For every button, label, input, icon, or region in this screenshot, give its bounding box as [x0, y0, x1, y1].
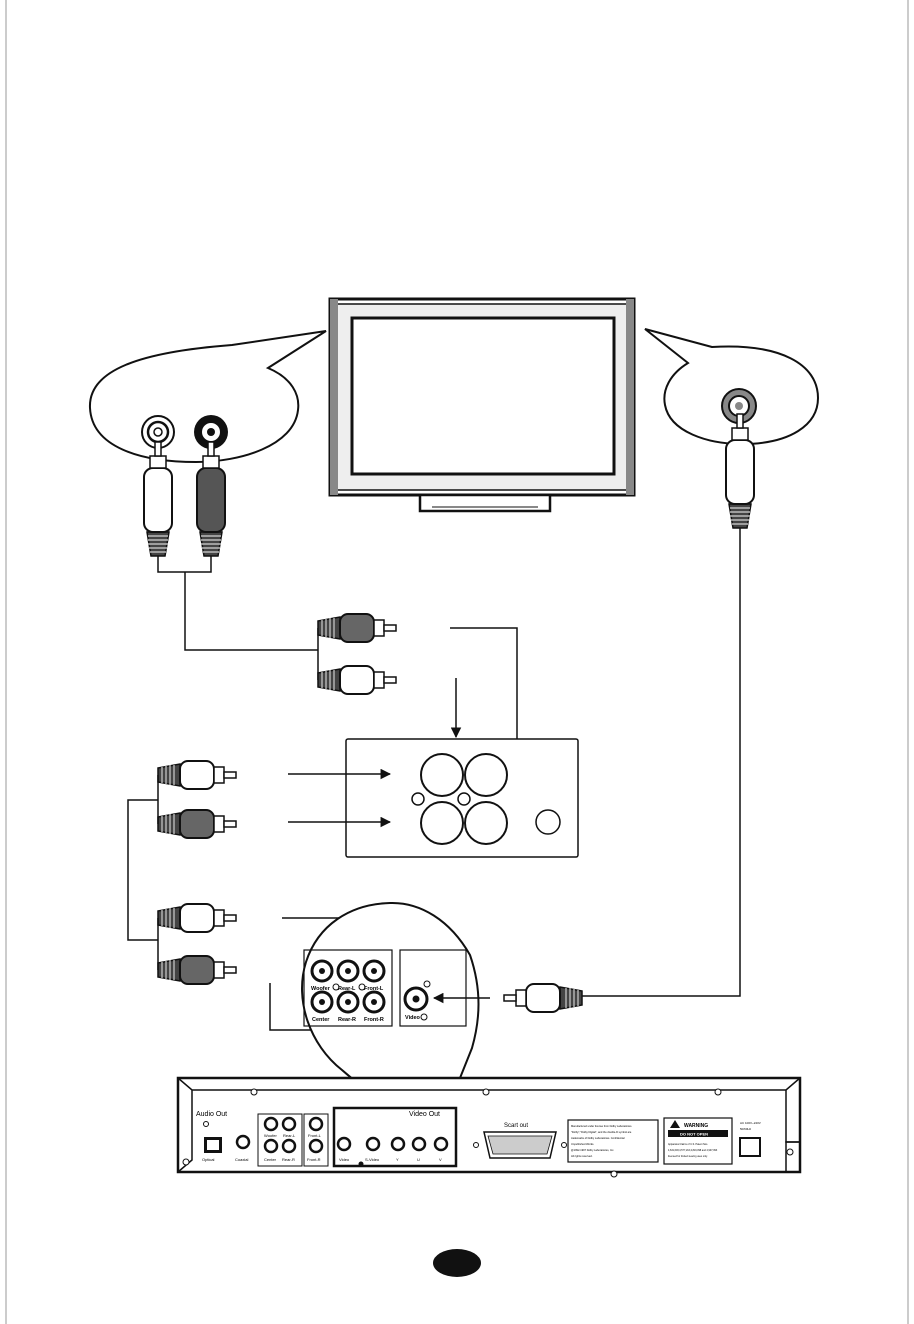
middle-plug-light [317, 665, 397, 695]
jack-label-video: Video [339, 1157, 350, 1162]
left-plug-upper-dark [157, 809, 237, 839]
warning-sub: DO NOT OPEN [680, 1132, 708, 1137]
power-inlet [739, 1137, 761, 1157]
connection-panel [345, 738, 579, 858]
zoom-anchor-dot [358, 1161, 364, 1167]
power-label: AC 100V~240V 50/60Hz [740, 1121, 762, 1131]
jack-label-rear-l: Rear-L [283, 1133, 296, 1138]
patent-notice: Apparatus Claims of U.S. Patent Nos. 4,6… [668, 1143, 718, 1158]
rear-panel-zoom-callout: Woofer Rear-L Front-L Center Rear-R Fron… [301, 901, 480, 1109]
video-cable [582, 528, 741, 997]
television [328, 297, 636, 513]
jack-label-s-video: S-Video [365, 1157, 380, 1162]
zoom-label-front-r: Front-R [364, 1017, 384, 1023]
video-out-label: Video Out [409, 1111, 440, 1118]
jack-label-u: U [417, 1157, 420, 1162]
zoom-label-rear-l: Rear-L [338, 986, 356, 992]
dolby-notice: Manufactured under license from Dolby La… [571, 1124, 633, 1158]
warning-title: WARNING [684, 1123, 708, 1129]
dvd-rear-panel: Audio Out Video Out Scart out Optical Co… [176, 1076, 802, 1178]
jack-label-center: Center [264, 1157, 277, 1162]
tv-audio-cable [157, 556, 319, 680]
zoom-label-woofer: Woofer [311, 986, 331, 992]
dolby-notice-box [567, 1119, 659, 1163]
zoom-label-center: Center [312, 1017, 330, 1023]
zoom-jacks [310, 959, 431, 1021]
warning-triangle-icon [670, 1120, 680, 1128]
left-plug-lower-dark [157, 955, 237, 985]
jack-label-woofer: Woofer [264, 1133, 277, 1138]
tv-audio-input-callout [88, 330, 327, 464]
scart-label: Scart out [504, 1123, 528, 1129]
jack-label-coaxial: Coaxial [235, 1157, 248, 1162]
zoom-label-video: Video [405, 1015, 421, 1021]
video-plug-bottom [503, 983, 583, 1013]
page-number-badge [433, 1249, 481, 1277]
left-plug-cables [127, 775, 159, 970]
jack-label-optical: Optical [202, 1157, 215, 1162]
tv-video-input-callout [644, 328, 820, 446]
audio-out-label: Audio Out [196, 1111, 227, 1118]
scart-connector [473, 1131, 567, 1159]
left-plug-upper-light [157, 760, 237, 790]
middle-plug-dark [317, 613, 397, 643]
zoom-label-front-l: Front-L [364, 986, 384, 992]
jack-label-rear-r: Rear-R [282, 1157, 295, 1162]
jack-label-v: V [439, 1157, 442, 1162]
jack-label-front-l: Front-L [308, 1133, 322, 1138]
tv-audio-jack-red [194, 415, 228, 449]
left-plug-lower-light [157, 903, 237, 933]
zoom-label-rear-r: Rear-R [338, 1017, 356, 1023]
jack-label-y: Y [396, 1157, 399, 1162]
jack-label-front-r: Front-R [307, 1157, 321, 1162]
